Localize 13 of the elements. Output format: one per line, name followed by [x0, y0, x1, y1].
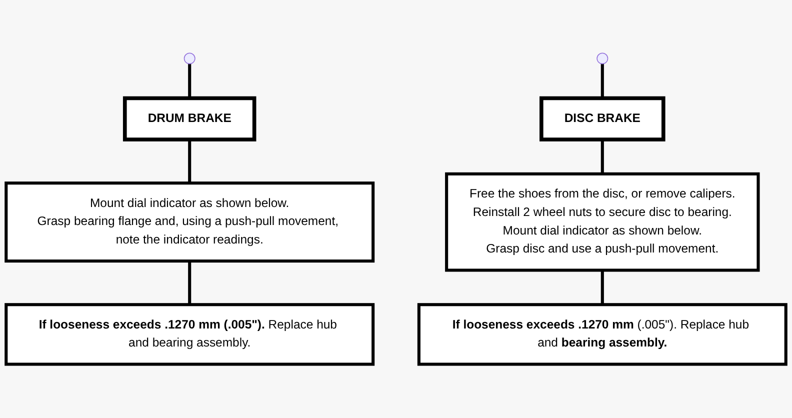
node-box: [540, 96, 666, 142]
flowchart: DRUM BRAKE DISC BRAKE Mount dial indicator as shown below. Grasp bearing flange and, using a push-pull movement, note the indicator readings. Free the shoes from the disc, or remove calipers. Reinstall 2 wheel nuts to secure disc to bearing. Mount dial indicator as shown below. Grasp disc and use a push-pull movement. If looseness exceeds .1270 mm (.005"). Replace hub and bearing assembly. If looseness exceeds .1270 mm (.005"). Replace hub and bearing assembly.: [0, 47, 792, 371]
connector: [600, 140, 604, 174]
connector: [600, 270, 604, 305]
node-box: [445, 172, 760, 272]
node-box: [4, 182, 375, 263]
node-box: [4, 303, 375, 366]
connector: [188, 64, 192, 99]
connector: [188, 261, 192, 305]
connector: [188, 140, 192, 184]
node-box: [122, 96, 256, 142]
node-box: [417, 303, 788, 366]
connector: [600, 64, 604, 99]
